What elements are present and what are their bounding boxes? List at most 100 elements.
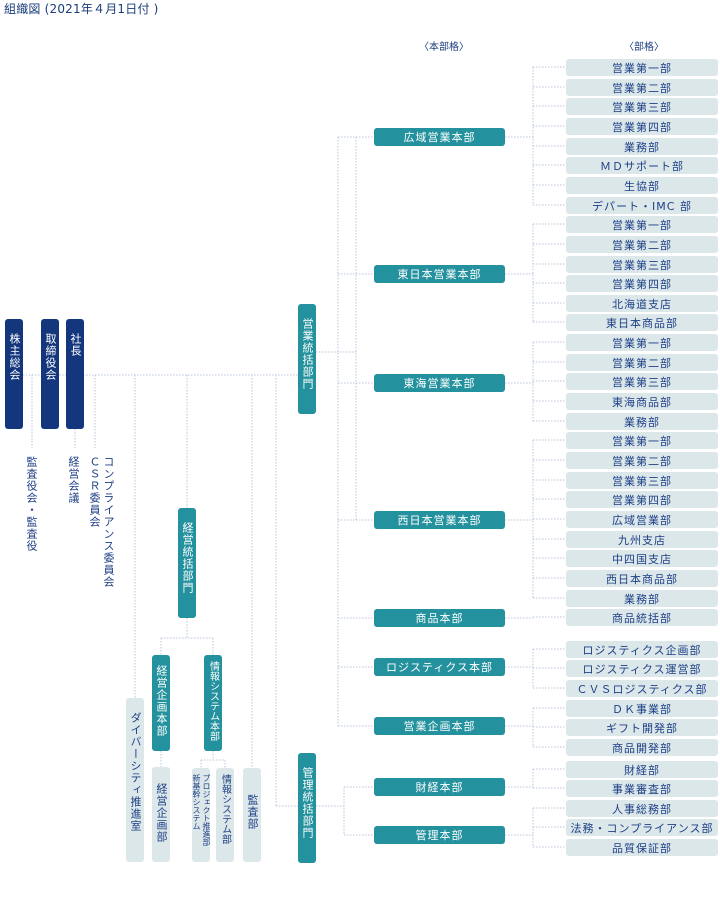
mgmt-planning-hq-label: 経営企画本部 bbox=[155, 665, 168, 737]
page-title: 組織図 (2021年４月1日付 ) bbox=[4, 2, 159, 16]
dept-box[interactable]: 営業第四部 bbox=[566, 275, 718, 292]
audit-dept-box[interactable]: 監査部 bbox=[243, 768, 261, 862]
dept-box[interactable]: ＤＫ事業部 bbox=[566, 700, 718, 717]
auditors-label: 監査役会・監査役 bbox=[25, 456, 38, 552]
hq-box[interactable]: 財経本部 bbox=[374, 778, 505, 796]
dept-box[interactable]: ロジスティクス企画部 bbox=[566, 641, 718, 658]
dept-box[interactable]: 財経部 bbox=[566, 761, 718, 778]
dept-label: 事業審査部 bbox=[612, 782, 672, 796]
hq-label: 広域営業本部 bbox=[403, 131, 476, 144]
hq-label: ロジスティクス本部 bbox=[385, 661, 493, 674]
hq-label: 西日本営業本部 bbox=[397, 514, 482, 527]
dept-box[interactable]: 営業第二部 bbox=[566, 79, 718, 96]
dept-label: ＭＤサポート部 bbox=[600, 159, 684, 173]
dept-label: ＣＶＳロジスティクス部 bbox=[576, 682, 708, 696]
info-sys-hq-label: 情報システム本部 bbox=[207, 661, 219, 741]
dept-label: 営業第二部 bbox=[612, 454, 672, 468]
dept-label: 営業第二部 bbox=[612, 238, 672, 252]
dept-label: 営業第一部 bbox=[612, 61, 672, 75]
shareholders-meeting-label: 株主総会 bbox=[8, 333, 21, 381]
mgmt-planning-dept-box[interactable]: 経営企画部 bbox=[152, 767, 170, 862]
dept-label: 営業第三部 bbox=[612, 375, 672, 389]
dept-box[interactable]: 営業第二部 bbox=[566, 236, 718, 253]
dept-box[interactable]: 営業第一部 bbox=[566, 334, 718, 351]
dept-box[interactable]: 生協部 bbox=[566, 177, 718, 194]
dept-label: 商品開発部 bbox=[612, 741, 672, 755]
dept-box[interactable]: 営業第一部 bbox=[566, 59, 718, 76]
diversity-office-box[interactable]: ダイバーシティ推進室 bbox=[126, 698, 144, 862]
dept-box[interactable]: 営業第二部 bbox=[566, 452, 718, 469]
dept-label: 中四国支店 bbox=[612, 552, 672, 566]
dept-box[interactable]: 営業第一部 bbox=[566, 432, 718, 449]
dept-label: ＤＫ事業部 bbox=[612, 702, 672, 716]
dept-label: 九州支店 bbox=[618, 533, 666, 547]
dept-box[interactable]: 業務部 bbox=[566, 590, 718, 607]
dept-box[interactable]: 北海道支店 bbox=[566, 295, 718, 312]
hq-box[interactable]: 管理本部 bbox=[374, 826, 505, 844]
admin-division-box[interactable]: 管理統括部門 bbox=[298, 753, 316, 863]
dept-label: 営業第四部 bbox=[612, 493, 672, 507]
dept-label: 営業第四部 bbox=[612, 120, 672, 134]
dept-label: デパート・IMC 部 bbox=[592, 199, 692, 213]
dept-label: 西日本商品部 bbox=[606, 572, 678, 586]
hq-label: 財経本部 bbox=[415, 781, 464, 794]
dept-box[interactable]: 商品開発部 bbox=[566, 739, 718, 756]
hq-label: 管理本部 bbox=[415, 829, 464, 842]
dept-label: 営業第一部 bbox=[612, 336, 672, 350]
sales-division-box[interactable]: 営業統括部門 bbox=[298, 304, 316, 414]
dept-box[interactable]: 法務・コンプライアンス部 bbox=[566, 819, 718, 836]
hq-box[interactable]: ロジスティクス本部 bbox=[374, 658, 505, 676]
dept-box[interactable]: 広域営業部 bbox=[566, 511, 718, 528]
board-box[interactable]: 取締役会 bbox=[41, 319, 59, 429]
dept-box[interactable]: 営業第三部 bbox=[566, 373, 718, 390]
new-core-system-dept-box[interactable]: 新基幹システム プロジェクト推進部 bbox=[192, 768, 211, 862]
hq-box[interactable]: 西日本営業本部 bbox=[374, 511, 505, 529]
dept-label: 営業第二部 bbox=[612, 356, 672, 370]
info-sys-dept-label: 情報システム部 bbox=[219, 774, 231, 844]
dept-box[interactable]: デパート・IMC 部 bbox=[566, 197, 718, 214]
dept-box[interactable]: 東海商品部 bbox=[566, 393, 718, 410]
dept-label: 生協部 bbox=[624, 179, 660, 193]
hq-box[interactable]: 東日本営業本部 bbox=[374, 265, 505, 283]
dept-box[interactable]: 西日本商品部 bbox=[566, 570, 718, 587]
president-box[interactable]: 社長 bbox=[66, 319, 84, 429]
hq-box[interactable]: 広域営業本部 bbox=[374, 128, 505, 146]
hq-box[interactable]: 東海営業本部 bbox=[374, 374, 505, 392]
dept-box[interactable]: 九州支店 bbox=[566, 531, 718, 548]
dept-box[interactable]: 品質保証部 bbox=[566, 839, 718, 856]
dept-box[interactable]: 中四国支店 bbox=[566, 550, 718, 567]
new-core-system-label-2: プロジェクト推進部 bbox=[202, 774, 211, 846]
mgmt-division-box[interactable]: 経営統括部門 bbox=[178, 508, 196, 618]
mgmt-division-label: 経営統括部門 bbox=[181, 522, 194, 594]
dept-box[interactable]: 営業第三部 bbox=[566, 256, 718, 273]
info-sys-hq-box[interactable]: 情報システム本部 bbox=[204, 655, 222, 751]
mgmt-planning-hq-box[interactable]: 経営企画本部 bbox=[152, 655, 170, 751]
hq-box[interactable]: 商品本部 bbox=[374, 609, 505, 627]
dept-box[interactable]: 人事総務部 bbox=[566, 800, 718, 817]
dept-box[interactable]: ＭＤサポート部 bbox=[566, 157, 718, 174]
audit-dept-label: 監査部 bbox=[246, 794, 259, 830]
dept-box[interactable]: 商品統括部 bbox=[566, 609, 718, 626]
dept-box[interactable]: 事業審査部 bbox=[566, 780, 718, 797]
dept-box[interactable]: 営業第三部 bbox=[566, 98, 718, 115]
dept-label: 業務部 bbox=[624, 592, 660, 606]
dept-box[interactable]: 東日本商品部 bbox=[566, 314, 718, 331]
shareholders-meeting-box[interactable]: 株主総会 bbox=[5, 319, 23, 429]
dept-box[interactable]: ロジスティクス運営部 bbox=[566, 660, 718, 677]
dept-label: 商品統括部 bbox=[612, 611, 672, 625]
dept-box[interactable]: 業務部 bbox=[566, 413, 718, 430]
dept-box[interactable]: 営業第一部 bbox=[566, 216, 718, 233]
dept-box[interactable]: 業務部 bbox=[566, 138, 718, 155]
dept-box[interactable]: 営業第四部 bbox=[566, 491, 718, 508]
dept-box[interactable]: 営業第二部 bbox=[566, 354, 718, 371]
dept-box[interactable]: 営業第三部 bbox=[566, 472, 718, 489]
hq-box[interactable]: 営業企画本部 bbox=[374, 717, 505, 735]
dept-box[interactable]: ＣＶＳロジスティクス部 bbox=[566, 680, 718, 697]
dept-box[interactable]: ギフト開発部 bbox=[566, 719, 718, 736]
info-sys-dept-box[interactable]: 情報システム部 bbox=[216, 768, 234, 862]
mgmt-planning-dept-label: 経営企画部 bbox=[155, 783, 168, 843]
hq-label: 東海営業本部 bbox=[403, 377, 476, 390]
dept-box[interactable]: 営業第四部 bbox=[566, 118, 718, 135]
dept-label: ロジスティクス運営部 bbox=[582, 662, 702, 676]
